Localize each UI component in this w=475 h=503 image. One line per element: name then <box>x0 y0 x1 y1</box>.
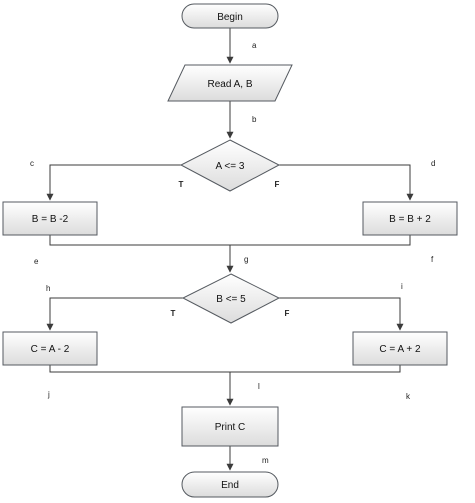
edge-label-b: b <box>252 115 257 124</box>
b-plus-label: B = B + 2 <box>389 214 431 225</box>
input-parallelogram <box>167 64 293 102</box>
terminator-shape <box>181 3 279 29</box>
cond1-false-label: F <box>275 180 280 189</box>
edge-label-l: l <box>258 382 260 391</box>
edge-label-a: a <box>252 41 257 50</box>
edge-label-k: k <box>406 392 411 401</box>
edge-label-e: e <box>34 257 39 266</box>
branch-labels: T F T F <box>171 180 290 318</box>
edges <box>46 28 414 471</box>
edge-label-c: c <box>30 159 34 168</box>
node-begin: Begin <box>181 3 279 29</box>
begin-label: Begin <box>217 12 243 23</box>
process-box <box>181 406 279 447</box>
node-c-minus: C = A - 2 <box>2 331 98 366</box>
c-plus-label: C = A + 2 <box>379 344 421 355</box>
edge-label-j: j <box>47 390 50 399</box>
edge-k <box>230 365 401 373</box>
print-label: Print C <box>215 422 246 433</box>
node-c-plus: C = A + 2 <box>352 331 448 366</box>
edge-label-d: d <box>431 159 435 168</box>
terminator-shape <box>181 471 279 498</box>
cond1-true-label: T <box>179 180 184 189</box>
edge-label-g: g <box>244 255 248 264</box>
process-box <box>362 201 458 236</box>
node-cond1: A <= 3 <box>179 139 281 192</box>
process-box <box>352 331 448 366</box>
b-minus-label: B = B -2 <box>32 214 69 225</box>
node-read: Read A, B <box>167 64 293 102</box>
c-minus-label: C = A - 2 <box>31 344 70 355</box>
node-b-minus: B = B -2 <box>2 201 98 236</box>
process-box <box>2 201 98 236</box>
cond2-false-label: F <box>285 309 290 318</box>
edge-c <box>46 164 181 201</box>
edge-h <box>46 297 183 331</box>
node-end: End <box>181 471 279 498</box>
edge-i <box>279 297 404 331</box>
edge-label-m: m <box>262 456 269 465</box>
decision-diamond <box>179 139 281 192</box>
edge-f <box>230 235 411 246</box>
edge-label-h: h <box>46 284 50 293</box>
decision-diamond <box>181 273 281 324</box>
cond2-true-label: T <box>171 309 176 318</box>
node-cond2: B <= 5 <box>181 273 281 324</box>
edge-e <box>49 235 230 246</box>
process-box <box>2 331 98 366</box>
edge-d <box>279 164 414 201</box>
cond2-label: B <= 5 <box>216 294 246 305</box>
node-print: Print C <box>181 406 279 447</box>
node-b-plus: B = B + 2 <box>362 201 458 236</box>
end-label: End <box>221 480 239 491</box>
edge-label-f: f <box>431 255 434 264</box>
edge-label-i: i <box>401 282 403 291</box>
edge-j <box>49 365 230 373</box>
cond1-label: A <= 3 <box>216 161 245 172</box>
edge-labels: a b c d e f g h i j k l m <box>30 41 435 465</box>
read-label: Read A, B <box>207 79 252 90</box>
